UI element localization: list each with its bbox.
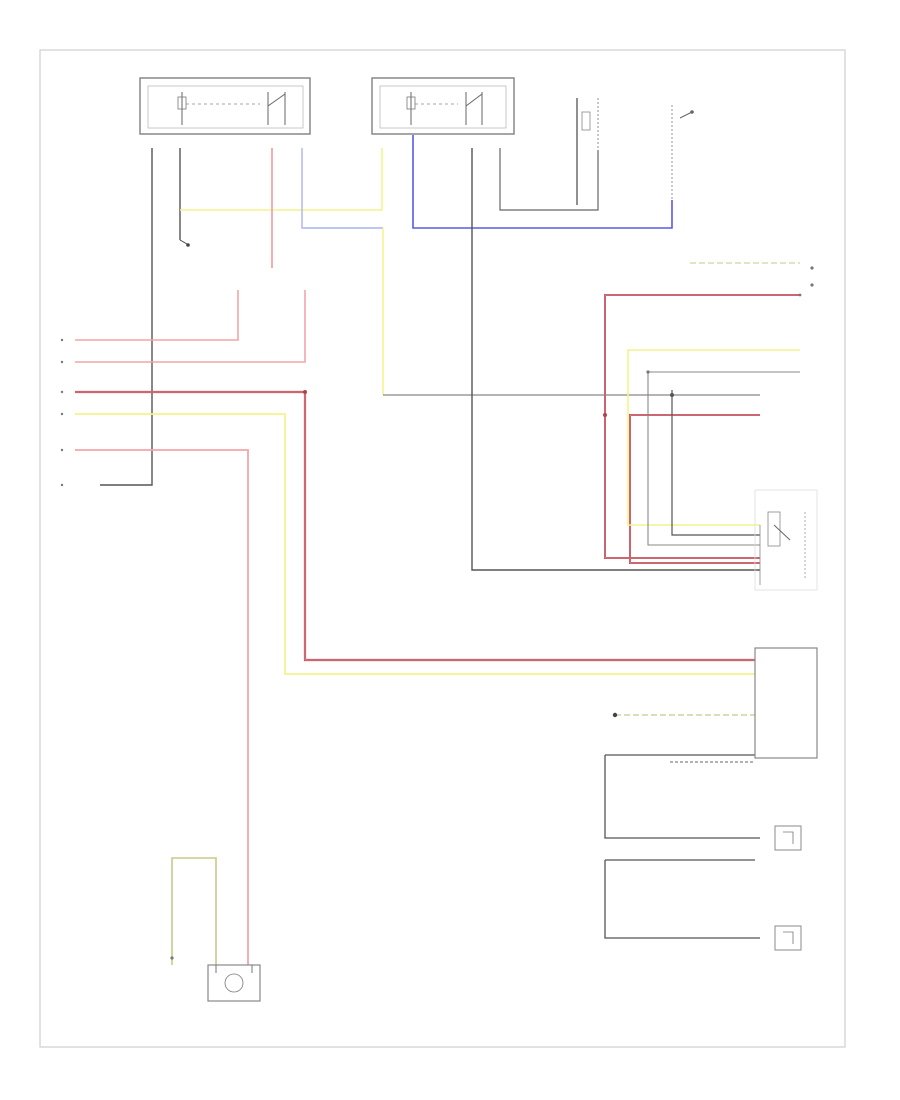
wire-red-right-2-inner bbox=[629, 414, 760, 564]
wire-red-right-2 bbox=[629, 414, 760, 564]
control-module bbox=[754, 647, 818, 759]
sensor-a bbox=[774, 825, 802, 851]
wire-yellow-right bbox=[627, 349, 800, 526]
connector-top-right bbox=[798, 266, 814, 297]
wire-gray-right-2 bbox=[647, 371, 800, 546]
wire-black-left bbox=[100, 148, 153, 486]
ground-symbol bbox=[179, 239, 190, 247]
wire-red-right-1-inner bbox=[604, 294, 800, 559]
sensor-b bbox=[774, 925, 802, 951]
wire-black-right bbox=[471, 148, 760, 571]
wire-sensor-1 bbox=[604, 755, 760, 839]
wire-lightblue bbox=[301, 148, 383, 229]
left-edge-markers bbox=[60, 338, 64, 487]
splice-dots bbox=[170, 370, 674, 960]
wire-sensor-2 bbox=[604, 860, 760, 939]
wire-motor-yellow bbox=[171, 857, 217, 965]
switch-left bbox=[139, 77, 311, 135]
wire-red-right-1 bbox=[604, 294, 800, 559]
relay-a bbox=[576, 98, 599, 205]
wire-red-left-1 bbox=[75, 290, 239, 341]
wire-yellow-top bbox=[180, 148, 383, 211]
bottom-motor bbox=[207, 964, 261, 1002]
wire-red-left-2 bbox=[75, 290, 306, 363]
relay-c bbox=[754, 489, 818, 591]
wire-gray-right bbox=[499, 148, 599, 211]
wire-darkred-main bbox=[75, 390, 760, 662]
wire-darkred-main-inner bbox=[75, 391, 760, 661]
switch-right bbox=[371, 77, 515, 135]
diagram-border bbox=[39, 49, 846, 1048]
wire-red-bottom bbox=[75, 449, 249, 965]
relay-b bbox=[671, 105, 694, 200]
wire-black-right-2 bbox=[671, 390, 760, 536]
wire-yellow-main bbox=[75, 413, 760, 675]
wire-blue bbox=[412, 135, 673, 229]
